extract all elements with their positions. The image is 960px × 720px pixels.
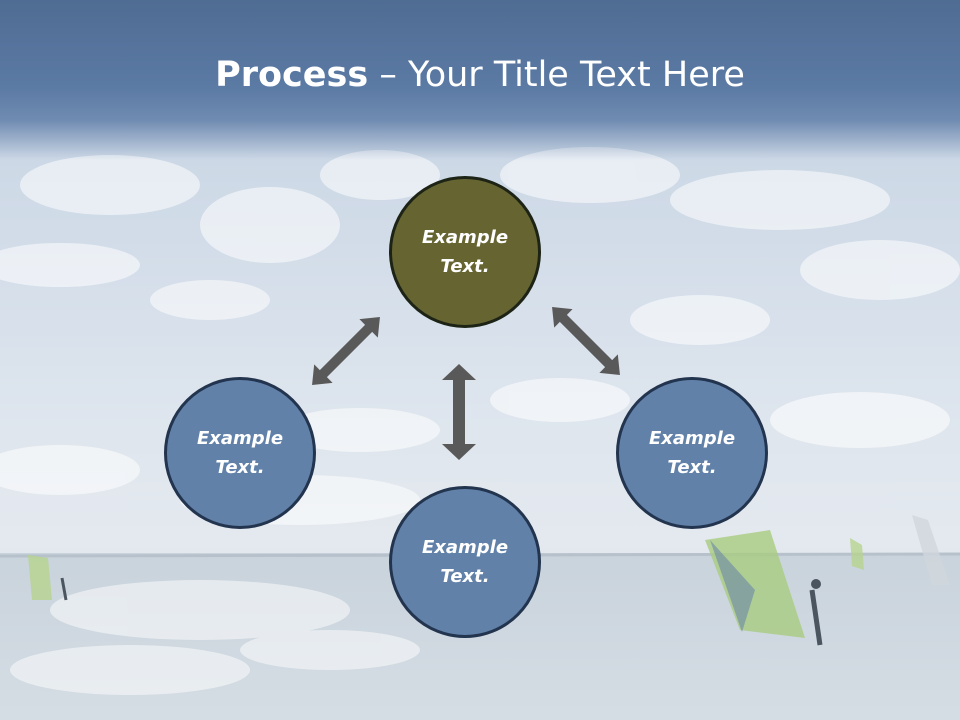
slide-title: Process – Your Title Text Here (0, 52, 960, 98)
title-band (0, 0, 960, 160)
double-arrow-icon (552, 307, 620, 375)
windsurfers (28, 515, 950, 646)
node-label: Example Text. (421, 227, 509, 277)
process-node-top[interactable]: Example Text. (389, 176, 541, 328)
title-dash: – (379, 55, 397, 95)
title-bold-text: Process (215, 55, 369, 95)
node-label: Example Text. (196, 428, 284, 478)
node-label: Example Text. (648, 428, 736, 478)
process-node-left[interactable]: Example Text. (164, 377, 316, 529)
title-rest-text: Your Title Text Here (407, 55, 745, 95)
double-arrow-icon (312, 317, 380, 385)
process-node-bottom[interactable]: Example Text. (389, 486, 541, 638)
sea-sparkles (10, 580, 420, 695)
double-arrow-icon (442, 364, 476, 460)
node-label: Example Text. (421, 537, 509, 587)
process-node-right[interactable]: Example Text. (616, 377, 768, 529)
